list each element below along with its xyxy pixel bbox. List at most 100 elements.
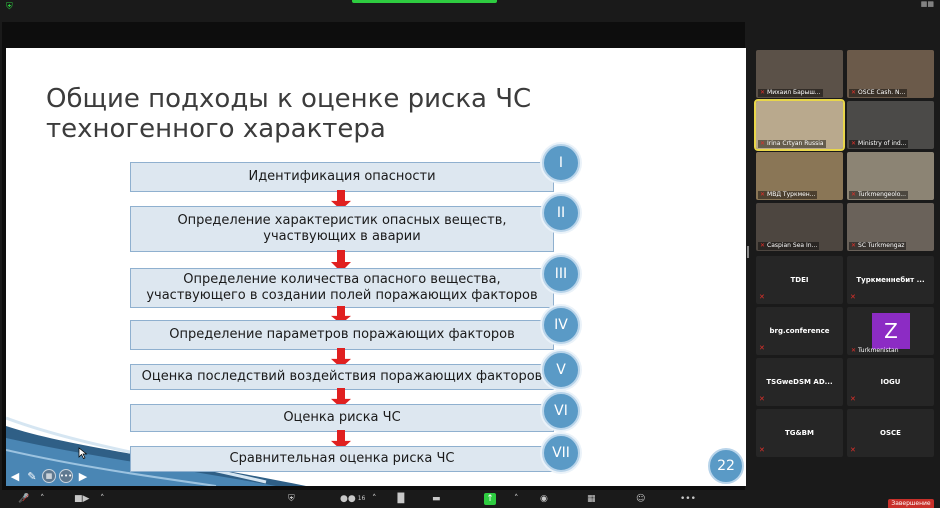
participant-name-tile[interactable]: TSGweDSM AD... ✕ <box>756 358 843 406</box>
participant-video-tile[interactable]: ✕Ministry of ind... <box>847 101 934 149</box>
more-options-icon[interactable]: ••• <box>59 469 73 483</box>
view-toggle-icon[interactable]: ▦▦ <box>920 0 934 8</box>
shared-screen: Общие подходы к оценке риска ЧС техноген… <box>2 22 746 490</box>
slide-navigation-tools: ◀ ✎ ▦ ••• ▶ <box>8 468 90 484</box>
step-number-badge-3: III <box>542 255 580 293</box>
screen-share-indicator[interactable] <box>352 0 497 3</box>
muted-mic-icon: ✕ <box>851 89 857 96</box>
participants-button[interactable]: ●● 16 <box>340 493 365 505</box>
participant-name-text: Turkmenistan <box>858 347 899 354</box>
participant-name-tile[interactable]: brg.conference ✕ <box>756 307 843 355</box>
reactions-icon[interactable]: ☺ <box>636 494 646 504</box>
participant-name-tile[interactable]: IOGU✕ <box>847 358 934 406</box>
end-meeting-button[interactable]: Завершение <box>888 499 934 508</box>
participant-name-text: Михаил Барыш... <box>767 89 821 96</box>
participant-name: ✕Ministry of ind... <box>849 140 909 148</box>
step-number-badge-1: I <box>542 144 580 182</box>
mouse-cursor-icon <box>78 447 88 459</box>
step-number-badge-2: II <box>542 194 580 232</box>
muted-mic-icon: ✕ <box>850 446 856 454</box>
share-screen-icon[interactable]: ↑ <box>484 493 496 505</box>
flow-step-4: Определение параметров поражающих фактор… <box>130 320 554 350</box>
step-number-badge-7: VII <box>542 434 580 472</box>
audio-options-chevron-icon[interactable]: ˄ <box>40 494 45 504</box>
participant-video-tile[interactable]: ✕МВД Туркмен... <box>756 152 843 200</box>
muted-mic-icon: ✕ <box>851 242 857 249</box>
participant-name: ✕Михаил Барыш... <box>758 89 823 97</box>
participant-name-text: МВД Туркмен... <box>767 191 816 198</box>
next-slide-icon[interactable]: ▶ <box>78 469 88 483</box>
previous-slide-icon[interactable]: ◀ <box>10 469 20 483</box>
flow-step-6: Оценка риска ЧС <box>130 404 554 432</box>
slide-title: Общие подходы к оценке риска ЧС техноген… <box>46 84 532 144</box>
participant-name: TDEI <box>790 276 809 284</box>
participants-chevron-icon[interactable]: ˄ <box>372 494 377 504</box>
muted-mic-icon: ✕ <box>759 395 765 403</box>
participant-video-tile[interactable]: ✕Irina Crtyan Russia <box>754 99 845 151</box>
muted-mic-icon: ✕ <box>759 446 765 454</box>
participant-name-tile[interactable]: Туркменнебит ... ✕ <box>847 256 934 304</box>
participant-name-text: Irina Crtyan Russia <box>767 140 824 147</box>
flow-step-3: Определение количества опасного вещества… <box>130 268 554 308</box>
muted-mic-icon: ✕ <box>760 140 766 147</box>
participant-name: Туркменнебит ... <box>856 276 925 284</box>
muted-mic-icon: ✕ <box>851 347 857 354</box>
muted-mic-icon: ✕ <box>851 140 857 147</box>
gallery-scrollbar[interactable] <box>747 246 749 258</box>
video-options-chevron-icon[interactable]: ˄ <box>100 494 105 504</box>
top-bar: ⛨ ▦▦ <box>0 0 940 18</box>
participant-name: IOGU <box>880 378 901 386</box>
participant-name: ✕МВД Туркмен... <box>758 191 818 199</box>
chat-icon[interactable]: ▬ <box>432 494 441 504</box>
flow-step-2: Определение характеристик опасных вещест… <box>130 206 554 252</box>
breakout-rooms-icon[interactable]: ▦ <box>587 494 596 504</box>
participant-video-tile[interactable]: ✕Caspian Sea In... <box>756 203 843 251</box>
muted-mic-icon: ✕ <box>760 89 766 96</box>
participant-video-tile[interactable]: ✕Turkmengeolo... <box>847 152 934 200</box>
participant-gallery: ✕Михаил Барыш...✕OSCE Cash. N...✕Irina C… <box>754 50 934 460</box>
participant-name-text: Turkmengeolo... <box>858 191 906 198</box>
participant-name-text: SC Turkmengaz <box>858 242 905 249</box>
step-number-badge-4: IV <box>542 306 580 344</box>
participant-name: ✕Irina Crtyan Russia <box>758 140 826 148</box>
participant-name: brg.conference <box>769 327 830 335</box>
participant-name-tile[interactable]: Z✕Turkmenistan <box>847 307 934 355</box>
participant-video-tile[interactable]: ✕OSCE Cash. N... <box>847 50 934 98</box>
slides-grid-icon[interactable]: ▦ <box>42 469 56 483</box>
participant-name: OSCE <box>880 429 901 437</box>
participant-video-tile[interactable]: ✕Михаил Барыш... <box>756 50 843 98</box>
flow-arrow-2 <box>331 250 351 272</box>
slide-page-number: 22 <box>708 448 744 484</box>
flow-step-5: Оценка последствий воздействия поражающи… <box>130 364 554 390</box>
video-camera-icon[interactable]: ■▶ <box>74 494 90 504</box>
participant-name: TG&BM <box>785 429 814 437</box>
microphone-muted-icon[interactable]: 🎤̸ <box>18 494 30 504</box>
muted-mic-icon: ✕ <box>760 242 766 249</box>
muted-mic-icon: ✕ <box>851 191 857 198</box>
flow-arrow-6 <box>331 430 351 450</box>
flow-arrow-3 <box>331 306 351 324</box>
participant-avatar: Z <box>872 313 910 349</box>
participant-name-tile[interactable]: OSCE ✕ <box>847 409 934 457</box>
slide-decoration <box>6 416 306 486</box>
participant-name-tile[interactable]: TDEI✕ <box>756 256 843 304</box>
flow-step-1: Идентификация опасности <box>130 162 554 192</box>
polls-icon[interactable]: ▐▌ <box>394 494 408 504</box>
participant-name-text: OSCE Cash. N... <box>858 89 906 96</box>
record-icon[interactable]: ◉ <box>540 494 548 504</box>
security-icon[interactable]: ⛨ <box>288 494 295 504</box>
muted-mic-icon: ✕ <box>759 344 765 352</box>
share-options-chevron-icon[interactable]: ˄ <box>514 494 519 504</box>
participant-video-tile[interactable]: ✕SC Turkmengaz <box>847 203 934 251</box>
participant-name: TSGweDSM AD... <box>766 378 833 386</box>
flow-step-7: Сравнительная оценка риска ЧС <box>130 446 554 472</box>
participant-name: ✕Turkmenistan <box>849 347 901 355</box>
shield-icon[interactable]: ⛨ <box>6 2 13 12</box>
flow-arrow-1 <box>331 190 351 210</box>
pen-icon[interactable]: ✎ <box>27 469 37 483</box>
more-icon[interactable]: ••• <box>680 494 696 504</box>
muted-mic-icon: ✕ <box>850 293 856 301</box>
presentation-slide: Общие подходы к оценке риска ЧС техноген… <box>6 48 746 486</box>
participant-name-tile[interactable]: TG&BM ✕ <box>756 409 843 457</box>
